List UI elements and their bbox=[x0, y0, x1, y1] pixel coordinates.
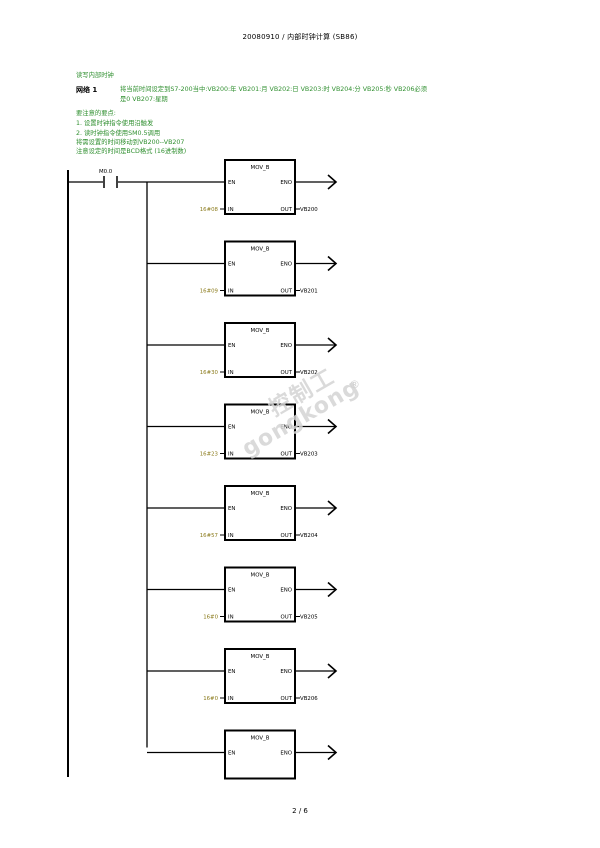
out-value: VB204 bbox=[300, 533, 318, 539]
mov-b-block bbox=[224, 648, 296, 704]
mov-b-block bbox=[224, 322, 296, 378]
output-arrow bbox=[327, 581, 338, 598]
out-value: VB203 bbox=[300, 452, 318, 458]
block-title: MOV_B bbox=[251, 491, 270, 497]
eno-pin-label: ENO bbox=[280, 506, 292, 512]
block-title: MOV_B bbox=[251, 654, 270, 660]
out-pin-label: OUT bbox=[281, 696, 293, 702]
output-arrow bbox=[327, 500, 338, 516]
out-value: VB200 bbox=[300, 207, 318, 213]
in-value: 16#08 bbox=[200, 207, 219, 213]
eno-pin-label: ENO bbox=[280, 751, 292, 757]
out-value: VB202 bbox=[300, 370, 318, 376]
eno-pin-label: ENO bbox=[280, 588, 292, 594]
en-pin-label: EN bbox=[228, 180, 235, 186]
in-value: 16#23 bbox=[200, 452, 218, 458]
out-pin-label: OUT bbox=[281, 615, 293, 621]
in-value: 16#57 bbox=[200, 533, 218, 539]
in-value: 16#0 bbox=[203, 696, 218, 702]
note-line: 1. 设置时钟指令使用沿触发 bbox=[76, 120, 154, 127]
note-line: 注意设定的时间是BCD格式 (16进制数) bbox=[76, 148, 187, 155]
out-pin-label: OUT bbox=[281, 289, 293, 295]
mov-b-block bbox=[224, 403, 296, 460]
en-pin-label: EN bbox=[228, 425, 235, 431]
in-pin-label: IN bbox=[228, 615, 234, 621]
note-line: 2. 读时钟指令使用SM0.5调用 bbox=[76, 130, 161, 137]
en-pin-label: EN bbox=[228, 506, 235, 512]
note-line: 要注意的要点: bbox=[76, 110, 116, 117]
eno-pin-label: ENO bbox=[280, 262, 292, 268]
out-value: VB206 bbox=[300, 696, 318, 702]
output-arrow bbox=[327, 255, 338, 272]
block-title: MOV_B bbox=[251, 573, 270, 579]
mov-b-block bbox=[224, 566, 296, 623]
out-pin-label: OUT bbox=[281, 207, 293, 213]
en-pin-label: EN bbox=[228, 262, 235, 268]
page-header: 20080910 / 内部时钟计算 (SB86) bbox=[242, 33, 358, 41]
mov-b-block bbox=[224, 240, 296, 297]
block-title: MOV_B bbox=[251, 328, 270, 334]
watermark-registered-mark: ® bbox=[349, 378, 360, 391]
in-pin-label: IN bbox=[228, 696, 234, 702]
eno-pin-label: ENO bbox=[280, 425, 292, 431]
network-label: 网络 1 bbox=[76, 86, 98, 94]
note-line: 将需设置的时间移动到VB200--VB207 bbox=[76, 139, 185, 146]
in-pin-label: IN bbox=[228, 533, 234, 539]
in-pin-label: IN bbox=[228, 370, 234, 376]
in-pin-label: IN bbox=[228, 207, 234, 213]
block-title: MOV_B bbox=[251, 410, 270, 416]
en-pin-label: EN bbox=[228, 588, 235, 594]
out-pin-label: OUT bbox=[281, 452, 293, 458]
contact-label: M0.0 bbox=[99, 169, 113, 175]
en-pin-label: EN bbox=[228, 343, 235, 349]
output-arrow bbox=[327, 418, 338, 435]
in-pin-label: IN bbox=[228, 452, 234, 458]
page-number: 2 / 6 bbox=[292, 807, 308, 815]
eno-pin-label: ENO bbox=[280, 180, 292, 186]
mov-b-block bbox=[224, 159, 296, 215]
eno-pin-label: ENO bbox=[280, 343, 292, 349]
block-title: MOV_B bbox=[251, 165, 270, 171]
in-value: 16#30 bbox=[200, 370, 219, 376]
en-pin-label: EN bbox=[228, 669, 235, 675]
en-pin-label: EN bbox=[228, 751, 235, 757]
section-title: 读写内部时钟 bbox=[76, 72, 114, 79]
output-arrow bbox=[327, 174, 338, 190]
output-arrow bbox=[327, 744, 338, 761]
out-pin-label: OUT bbox=[281, 533, 293, 539]
mov-b-block bbox=[224, 485, 296, 541]
eno-pin-label: ENO bbox=[280, 669, 292, 675]
in-value: 16#09 bbox=[200, 289, 219, 295]
in-pin-label: IN bbox=[228, 289, 234, 295]
mov-b-block bbox=[224, 729, 296, 780]
output-arrow bbox=[327, 337, 338, 353]
block-title: MOV_B bbox=[251, 247, 270, 253]
network-description-line2: 是0 VB207:星期 bbox=[120, 96, 168, 103]
network-description-line1: 将当前时间设定到S7-200当中:VB200:年 VB201:月 VB202:日… bbox=[120, 86, 428, 93]
in-value: 16#0 bbox=[203, 615, 218, 621]
out-value: VB205 bbox=[300, 615, 318, 621]
block-title: MOV_B bbox=[251, 736, 270, 742]
out-value: VB201 bbox=[300, 289, 318, 295]
out-pin-label: OUT bbox=[281, 370, 293, 376]
output-arrow bbox=[327, 663, 338, 679]
